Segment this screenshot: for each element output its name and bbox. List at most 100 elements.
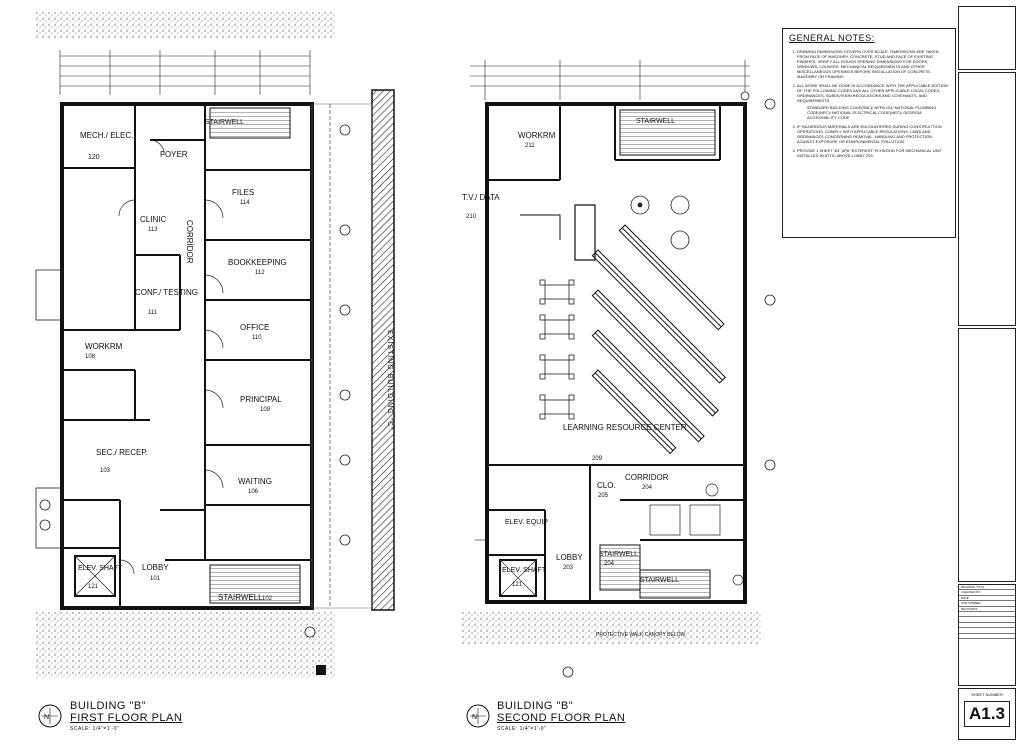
- stairs-mid-2: [599, 544, 641, 591]
- first-floor-plan: N: [35, 12, 395, 728]
- second-floor-scale: SCALE: 1/4"=1'-0": [497, 726, 547, 732]
- room-workrm-2: WORKRM: [518, 131, 556, 140]
- interior-walls-2: [487, 104, 745, 602]
- room-stairwell-top: STAIRWELL: [205, 119, 244, 126]
- note-4: PROVIDE 1 SHEET 3/4" APA "EXTERIOR" PLYW…: [797, 148, 949, 158]
- drain-symbol: [316, 665, 326, 675]
- canopy-below: [462, 612, 762, 644]
- room-sec-no: 103: [100, 468, 111, 474]
- library-shelving: [591, 224, 726, 455]
- round-tables: [630, 195, 690, 250]
- room-principal: PRINCIPAL: [240, 395, 282, 404]
- room-files-no: 114: [240, 200, 250, 206]
- elevator-shaft-2: [499, 559, 537, 597]
- tb-field: REVISIONS: [959, 607, 1015, 612]
- room-foyer: FOYER: [160, 150, 188, 159]
- canopy-label: PROTECTIVE WALK CANOPY BELOW: [596, 632, 685, 638]
- room-clo-no-2: 205: [598, 493, 609, 499]
- dimension-lines-top: [59, 50, 311, 95]
- grid-bubbles-first: [304, 124, 351, 638]
- title-block-upper-box: [958, 72, 1016, 326]
- room-elev: ELEV. SHAFT: [78, 565, 123, 572]
- room-stairwell-bot: STAIRWELL: [218, 593, 263, 602]
- note-1: DRAWING DIMENSIONS GOVERN OVER SCALE. DI…: [797, 49, 949, 79]
- tb-field: DATE: [959, 596, 1015, 602]
- room-lrc-no: 209: [592, 456, 603, 462]
- first-floor-scale: SCALE: 1/4"=1'-0": [70, 726, 120, 732]
- tb-field: JOB NUMBER: [959, 601, 1015, 607]
- room-workrm: WORKRM: [85, 342, 123, 351]
- room-lrc: LEARNING RESOURCE CENTER: [563, 423, 687, 432]
- tb-field: DRAWING TITLE: [959, 585, 1015, 591]
- tb-field: [959, 612, 1015, 618]
- room-workrm-no-2: 211: [525, 143, 535, 149]
- room-sec: SEC./ RECEP.: [96, 448, 148, 457]
- restroom-fixtures-2: [649, 483, 744, 586]
- room-lobby: LOBBY: [142, 563, 169, 572]
- stairs-top: [209, 107, 291, 139]
- room-data: T.V./ DATA: [462, 193, 500, 202]
- svg-text:N: N: [472, 714, 477, 721]
- room-mech-no: 120: [88, 154, 100, 161]
- elevator-shaft: [74, 555, 116, 597]
- room-office: OFFICE: [240, 323, 269, 332]
- room-stairwell-bot-no: 102: [262, 596, 273, 602]
- second-floor-title: BUILDING "B" SECOND FLOOR PLAN SCALE: 1/…: [497, 700, 625, 732]
- second-floor-labels: STAIRWELL WORKRM 211 T.V./ DATA 210 LEAR…: [462, 118, 687, 638]
- room-mech: MECH./ ELEC.: [80, 131, 133, 140]
- note-3: IF HAZARDOUS MATERIALS ARE ENCOUNTERED D…: [797, 124, 949, 144]
- room-data-no: 210: [466, 214, 477, 220]
- room-corridor: CORRIDOR: [185, 220, 194, 264]
- room-clinic: CLINIC: [140, 215, 166, 224]
- room-stairwell-mid-2: STAIRWELL: [599, 551, 638, 558]
- room-files: FILES: [232, 188, 254, 197]
- stairs-top-2: [619, 109, 716, 156]
- room-lobby-no-2: 203: [563, 565, 574, 571]
- circulation-desk: [574, 204, 596, 261]
- tb-field: [959, 634, 1015, 639]
- room-stairwell-top-2: STAIRWELL: [636, 118, 675, 125]
- room-lobby-2: LOBBY: [556, 553, 583, 562]
- first-floor-title: BUILDING "B" FIRST FLOOR PLAN SCALE: 1/4…: [70, 700, 182, 732]
- general-notes: GENERAL NOTES: DRAWING DIMENSIONS GOVERN…: [782, 28, 956, 238]
- second-floor-plan: N: [462, 60, 776, 728]
- existing-building-label: EXISTING BUILDING "C": [386, 330, 393, 431]
- paving-top: [35, 12, 335, 38]
- room-lobby-no: 101: [150, 576, 161, 582]
- room-bookkeeping-no: 112: [255, 270, 265, 276]
- room-elev-2: ELEV. SHAFT: [502, 567, 547, 574]
- room-bookkeeping: BOOKKEEPING: [228, 258, 287, 267]
- note-2: ALL WORK SHALL BE DONE IN ACCORDANCE WIT…: [797, 83, 949, 120]
- rect-tables: [539, 279, 575, 420]
- room-elev-equip: ELEV. EQUIP: [505, 519, 548, 526]
- door-swings: [118, 139, 224, 575]
- room-elev-no: 121: [88, 584, 99, 590]
- tb-field: [959, 628, 1015, 634]
- title-block-lower-box: [958, 328, 1016, 582]
- north-arrow-first: N: [38, 704, 62, 728]
- general-notes-title: GENERAL NOTES:: [789, 33, 875, 43]
- room-corridor-no-2: 204: [642, 485, 653, 491]
- stairs-bottom: [209, 564, 301, 604]
- title-block: DRAWING TITLE CHECKED BY DATE JOB NUMBER…: [958, 6, 1016, 740]
- left-side-fixtures: [35, 269, 63, 549]
- svg-text:N: N: [44, 714, 49, 721]
- stairs-bot-2: [639, 569, 711, 599]
- title-block-logo-box: [958, 6, 1016, 70]
- first-floor-title-line1: BUILDING "B": [70, 700, 147, 712]
- paving-bottom: [35, 612, 335, 678]
- sheet-number-box: SHEET NUMBER A1.3: [958, 688, 1016, 740]
- room-stairwell-mid-no-2: 204: [604, 561, 615, 567]
- north-arrow-second: N: [466, 704, 490, 728]
- note-2-codes: STANDARD BUILDING CODE(SBC)/ NFPA 101/ N…: [807, 105, 937, 120]
- room-clo-2: CLO.: [597, 481, 616, 490]
- tb-field: [959, 617, 1015, 623]
- room-conf: CONF./ TESTING: [135, 288, 198, 297]
- sheet-number-label: SHEET NUMBER: [971, 692, 1003, 697]
- room-conf-no: 111: [148, 310, 158, 316]
- room-stairwell-bot-2: STAIRWELL: [640, 577, 679, 584]
- room-principal-no: 109: [260, 407, 271, 413]
- room-corridor-2: CORRIDOR: [625, 473, 669, 482]
- dimension-lines-top-2: [470, 60, 750, 100]
